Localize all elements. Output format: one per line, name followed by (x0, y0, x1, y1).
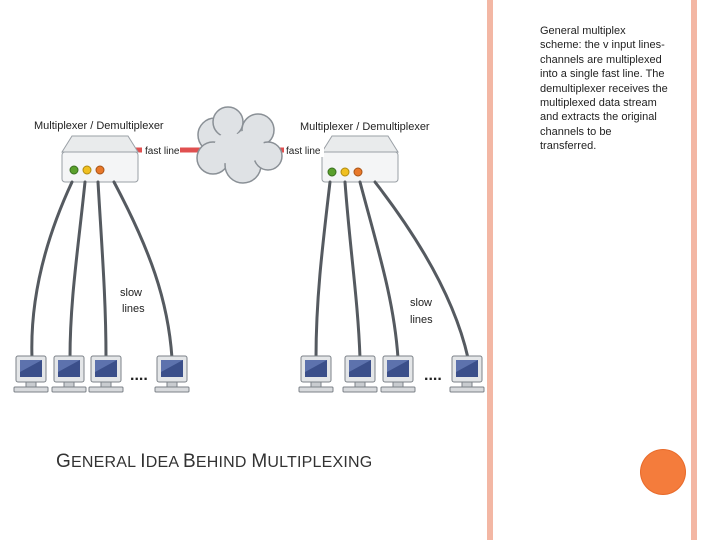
slow-line-cable (112, 180, 174, 360)
left-slow-line-cables (30, 180, 174, 360)
status-light-green (69, 165, 79, 175)
slow-line-cable (68, 180, 87, 360)
slow-line-cable (373, 180, 470, 360)
network-cloud-icon (196, 106, 283, 184)
right-device-label: Multiplexer / Demultiplexer (300, 121, 430, 133)
right-ellipsis: .... (424, 367, 442, 384)
right-multiplexer-device (321, 135, 399, 183)
slow-line-cable (30, 180, 74, 360)
decorative-rule-left (487, 0, 493, 540)
status-light-green (327, 167, 337, 177)
left-slow-lines-label: slow (120, 287, 142, 299)
slow-line-cable (314, 180, 332, 360)
status-light-orange (353, 167, 363, 177)
slow-line-cable (96, 180, 108, 360)
diagram-caption: General multiplex scheme: the v input li… (540, 25, 668, 153)
left-multiplexer-device (61, 135, 139, 183)
computer-icon (13, 355, 49, 393)
computer-icon (449, 355, 485, 393)
left-fast-line-label: fast line (145, 146, 180, 157)
multiplexing-diagram: fast line fast line Multiplexer / Demult… (13, 106, 485, 393)
right-slow-line-cables (314, 180, 470, 360)
decorative-orange-circle (641, 450, 685, 494)
computer-icon (88, 355, 124, 393)
status-light-amber (82, 165, 92, 175)
right-fast-line-label: fast line (286, 146, 321, 157)
left-device-label: Multiplexer / Demultiplexer (34, 120, 164, 132)
slow-line-cable (343, 180, 362, 360)
computer-icon (342, 355, 378, 393)
slow-line-cable (358, 180, 400, 360)
computer-icon (298, 355, 334, 393)
right-slow-lines-label: slow (410, 297, 432, 309)
left-slow-lines-label-2: lines (122, 303, 145, 315)
status-light-orange (95, 165, 105, 175)
computer-icon (154, 355, 190, 393)
computer-icon (51, 355, 87, 393)
slide-title: GENERAL IDEA BEHIND MULTIPLEXING (56, 451, 373, 472)
decorative-rule-right (691, 0, 697, 540)
computer-icon (380, 355, 416, 393)
right-slow-lines-label-2: lines (410, 314, 433, 326)
left-ellipsis: .... (130, 367, 148, 384)
status-light-amber (340, 167, 350, 177)
